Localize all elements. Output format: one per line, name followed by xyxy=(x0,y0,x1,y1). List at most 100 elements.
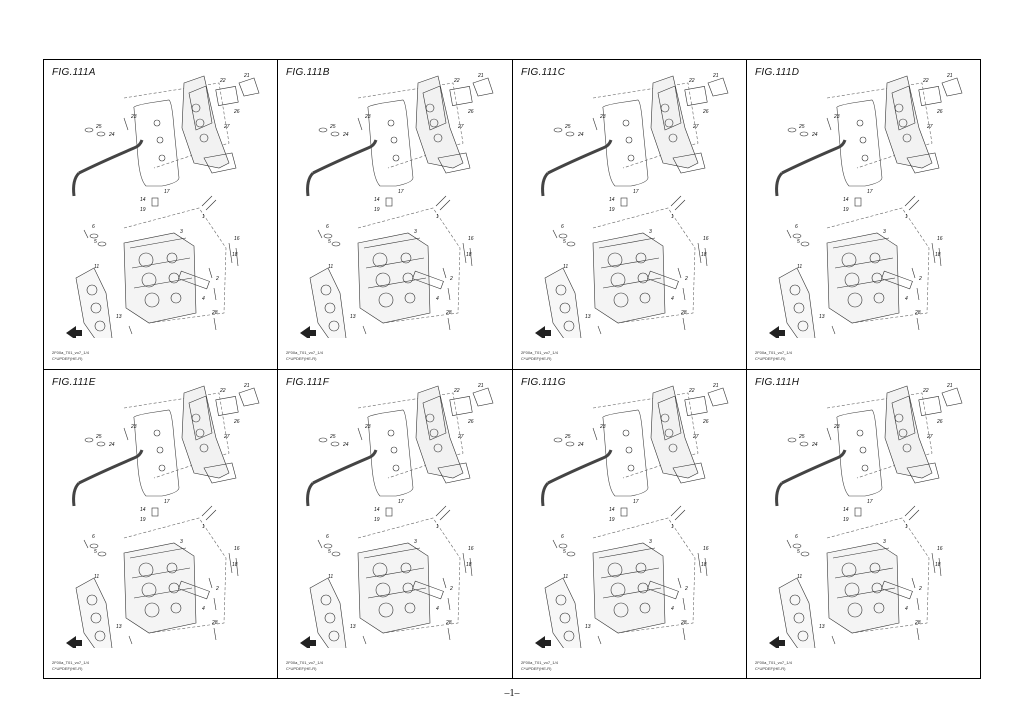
svg-text:6: 6 xyxy=(326,534,329,540)
svg-text:28: 28 xyxy=(680,310,687,316)
svg-text:13: 13 xyxy=(350,314,356,320)
svg-text:1: 1 xyxy=(905,214,908,220)
svg-text:16: 16 xyxy=(703,546,709,552)
svg-text:2: 2 xyxy=(918,276,922,282)
figure-title: FIG.111A xyxy=(52,67,96,78)
svg-text:4: 4 xyxy=(436,296,439,302)
svg-text:26: 26 xyxy=(936,109,943,115)
svg-text:18: 18 xyxy=(466,562,472,568)
figure-title: FIG.111B xyxy=(286,67,330,78)
svg-text:26: 26 xyxy=(233,109,240,115)
svg-text:27: 27 xyxy=(692,124,699,130)
svg-text:13: 13 xyxy=(819,314,825,320)
figure-model: C*UPDEF(HE-R) xyxy=(521,356,552,361)
svg-text:6: 6 xyxy=(92,534,95,540)
svg-text:23: 23 xyxy=(364,114,371,120)
svg-text:24: 24 xyxy=(577,442,584,448)
svg-text:11: 11 xyxy=(94,264,99,270)
figure-model: C*UPDEF(HE-R) xyxy=(755,666,786,671)
svg-text:4: 4 xyxy=(671,296,674,302)
figure-code: 2F00a_T01_vo7_1/4 xyxy=(286,660,323,665)
svg-text:26: 26 xyxy=(702,419,709,425)
svg-text:25: 25 xyxy=(95,434,102,440)
svg-text:26: 26 xyxy=(467,419,474,425)
svg-text:1: 1 xyxy=(671,214,674,220)
figure-code: 2F00a_T01_vo7_1/4 xyxy=(286,350,323,355)
svg-text:25: 25 xyxy=(95,124,102,130)
svg-text:24: 24 xyxy=(342,442,349,448)
svg-text:16: 16 xyxy=(234,546,240,552)
horizontal-divider xyxy=(44,369,980,371)
svg-text:3: 3 xyxy=(180,539,183,545)
svg-text:11: 11 xyxy=(328,574,333,580)
svg-text:3: 3 xyxy=(414,539,417,545)
svg-text:14: 14 xyxy=(140,197,146,203)
svg-text:21: 21 xyxy=(477,73,484,79)
svg-text:1: 1 xyxy=(671,524,674,530)
svg-text:13: 13 xyxy=(585,624,591,630)
svg-text:23: 23 xyxy=(364,424,371,430)
svg-text:13: 13 xyxy=(819,624,825,630)
svg-text:2: 2 xyxy=(215,586,219,592)
svg-text:1: 1 xyxy=(202,214,205,220)
svg-text:18: 18 xyxy=(466,252,472,258)
figure-title: FIG.111D xyxy=(755,67,800,78)
svg-text:25: 25 xyxy=(798,434,805,440)
figure-code: 2F00a_T01_vo7_1/4 xyxy=(521,350,558,355)
svg-text:19: 19 xyxy=(140,207,146,213)
svg-text:22: 22 xyxy=(453,78,460,84)
svg-text:5: 5 xyxy=(563,549,566,555)
svg-text:23: 23 xyxy=(833,424,840,430)
svg-text:27: 27 xyxy=(926,124,933,130)
svg-text:25: 25 xyxy=(329,124,336,130)
svg-text:5: 5 xyxy=(94,549,97,555)
svg-text:18: 18 xyxy=(935,252,941,258)
svg-text:14: 14 xyxy=(140,507,146,513)
figure-code: 2F00a_T01_vo7_1/4 xyxy=(52,660,89,665)
svg-text:1: 1 xyxy=(436,214,439,220)
svg-text:28: 28 xyxy=(211,620,218,626)
svg-text:23: 23 xyxy=(130,114,137,120)
svg-text:18: 18 xyxy=(935,562,941,568)
svg-text:19: 19 xyxy=(843,517,849,523)
svg-text:27: 27 xyxy=(223,124,230,130)
svg-text:2: 2 xyxy=(684,586,688,592)
svg-text:21: 21 xyxy=(243,383,250,389)
svg-text:27: 27 xyxy=(692,434,699,440)
svg-text:27: 27 xyxy=(457,124,464,130)
svg-text:21: 21 xyxy=(946,73,953,79)
svg-text:18: 18 xyxy=(701,252,707,258)
svg-text:19: 19 xyxy=(374,517,380,523)
svg-text:22: 22 xyxy=(219,78,226,84)
svg-text:23: 23 xyxy=(833,114,840,120)
svg-text:16: 16 xyxy=(468,236,474,242)
page-number: –1– xyxy=(504,688,520,699)
svg-text:3: 3 xyxy=(414,229,417,235)
figure-model: C*UPDEF(HE-R) xyxy=(286,356,317,361)
svg-text:24: 24 xyxy=(811,442,818,448)
figure-model: C*UPDEF(HE-R) xyxy=(521,666,552,671)
svg-text:5: 5 xyxy=(94,239,97,245)
svg-text:17: 17 xyxy=(398,189,404,195)
svg-text:1: 1 xyxy=(905,524,908,530)
svg-text:18: 18 xyxy=(232,562,238,568)
svg-text:5: 5 xyxy=(797,239,800,245)
svg-text:28: 28 xyxy=(445,620,452,626)
figure-model: C*UPDEF(HE-R) xyxy=(286,666,317,671)
svg-text:3: 3 xyxy=(649,229,652,235)
svg-text:13: 13 xyxy=(585,314,591,320)
svg-text:19: 19 xyxy=(609,517,615,523)
svg-text:19: 19 xyxy=(609,207,615,213)
svg-text:26: 26 xyxy=(702,109,709,115)
svg-text:3: 3 xyxy=(883,539,886,545)
svg-text:25: 25 xyxy=(329,434,336,440)
